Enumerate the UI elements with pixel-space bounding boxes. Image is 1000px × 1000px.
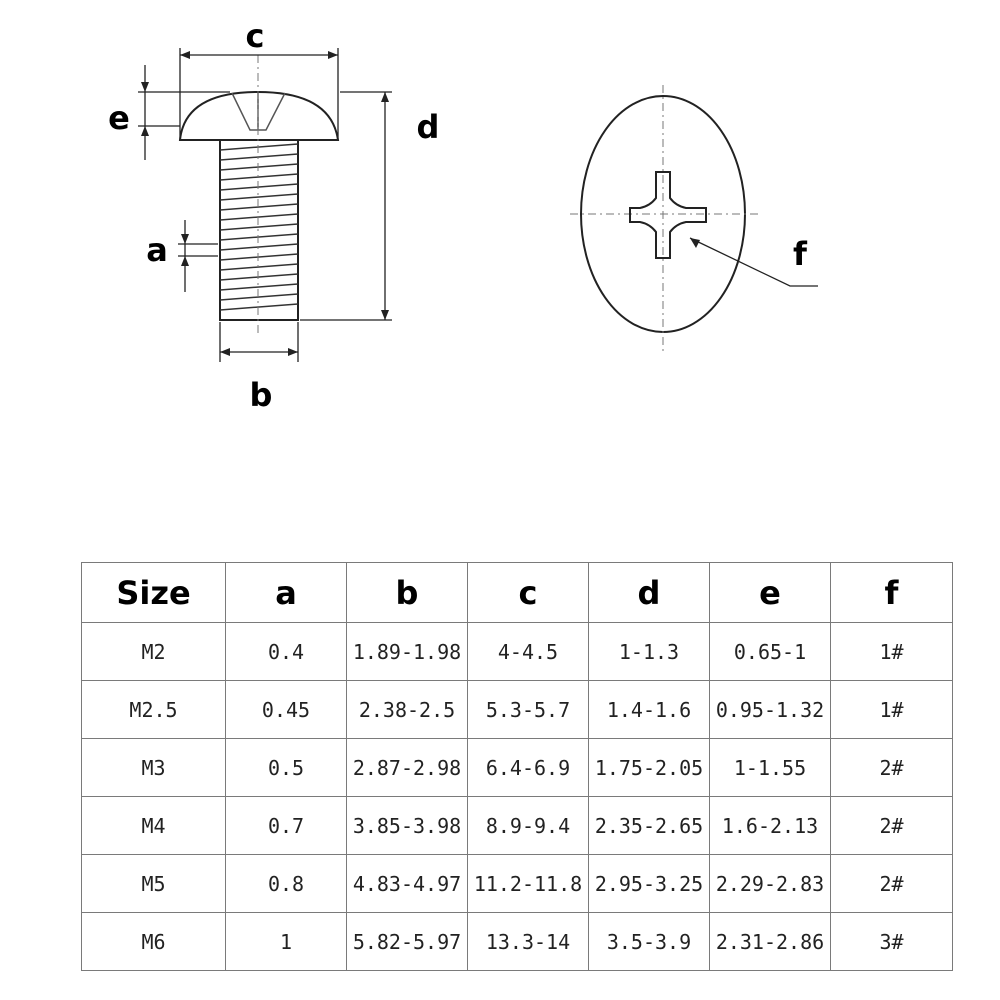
cell-d: 2.95-3.25 (588, 854, 710, 913)
dim-label-f: f (793, 235, 807, 273)
cell-e: 0.95-1.32 (709, 680, 831, 739)
f-pointer-arrow (690, 238, 700, 248)
cell-c: 11.2-11.8 (467, 854, 589, 913)
cell-e: 0.65-1 (709, 622, 831, 681)
cell-a: 0.7 (225, 796, 347, 855)
cell-d: 1-1.3 (588, 622, 710, 681)
header-size: Size (81, 562, 226, 623)
dim-label-c: c (245, 17, 265, 55)
screw-top-view (570, 85, 818, 352)
cell-a: 0.8 (225, 854, 347, 913)
cell-b: 4.83-4.97 (346, 854, 468, 913)
screw-drawing (138, 48, 818, 362)
cell-c: 8.9-9.4 (467, 796, 589, 855)
header-a: a (225, 562, 347, 623)
dim-label-e: e (108, 99, 130, 137)
cell-d: 1.4-1.6 (588, 680, 710, 739)
cell-e: 1.6-2.13 (709, 796, 831, 855)
cell-a: 0.45 (225, 680, 347, 739)
cell-e: 2.29-2.83 (709, 854, 831, 913)
cell-a: 1 (225, 912, 347, 971)
cell-size: M2.5 (81, 680, 226, 739)
cell-f: 2# (830, 796, 953, 855)
dimension-arrows (141, 51, 389, 356)
cell-size: M2 (81, 622, 226, 681)
screw-threads (219, 143, 299, 311)
cell-size: M6 (81, 912, 226, 971)
header-b: b (346, 562, 468, 623)
cell-b: 2.38-2.5 (346, 680, 468, 739)
phillips-recess (629, 171, 707, 259)
table-row: M6 1 5.82-5.97 13.3-14 3.5-3.9 2.31-2.86… (81, 912, 953, 971)
dim-label-b: b (249, 376, 273, 414)
cell-b: 2.87-2.98 (346, 738, 468, 797)
table-row: M3 0.5 2.87-2.98 6.4-6.9 1.75-2.05 1-1.5… (81, 738, 953, 797)
cell-b: 3.85-3.98 (346, 796, 468, 855)
cell-a: 0.5 (225, 738, 347, 797)
cell-c: 5.3-5.7 (467, 680, 589, 739)
cell-c: 13.3-14 (467, 912, 589, 971)
header-c: c (467, 562, 589, 623)
table-row: M4 0.7 3.85-3.98 8.9-9.4 2.35-2.65 1.6-2… (81, 796, 953, 855)
table-row: M2.5 0.45 2.38-2.5 5.3-5.7 1.4-1.6 0.95-… (81, 680, 953, 739)
dim-label-a: a (146, 231, 168, 269)
table-row: M2 0.4 1.89-1.98 4-4.5 1-1.3 0.65-1 1# (81, 622, 953, 681)
cell-d: 1.75-2.05 (588, 738, 710, 797)
cell-b: 1.89-1.98 (346, 622, 468, 681)
cell-f: 1# (830, 680, 953, 739)
cell-e: 1-1.55 (709, 738, 831, 797)
cell-size: M4 (81, 796, 226, 855)
cell-c: 6.4-6.9 (467, 738, 589, 797)
dim-label-d: d (416, 108, 440, 146)
header-f: f (830, 562, 953, 623)
cell-size: M3 (81, 738, 226, 797)
cell-f: 2# (830, 738, 953, 797)
cell-b: 5.82-5.97 (346, 912, 468, 971)
header-d: d (588, 562, 710, 623)
header-e: e (709, 562, 831, 623)
cell-f: 2# (830, 854, 953, 913)
cell-e: 2.31-2.86 (709, 912, 831, 971)
cell-c: 4-4.5 (467, 622, 589, 681)
cell-d: 2.35-2.65 (588, 796, 710, 855)
cell-f: 3# (830, 912, 953, 971)
cell-size: M5 (81, 854, 226, 913)
cell-d: 3.5-3.9 (588, 912, 710, 971)
screw-head (178, 90, 340, 141)
size-spec-table: Size a b c d e f M2 0.4 1.89-1.98 4-4.5 … (81, 562, 953, 971)
table-header-row: Size a b c d e f (81, 562, 953, 623)
cell-a: 0.4 (225, 622, 347, 681)
table-row: M5 0.8 4.83-4.97 11.2-11.8 2.95-3.25 2.2… (81, 854, 953, 913)
cell-f: 1# (830, 622, 953, 681)
dimension-lines (138, 48, 392, 362)
